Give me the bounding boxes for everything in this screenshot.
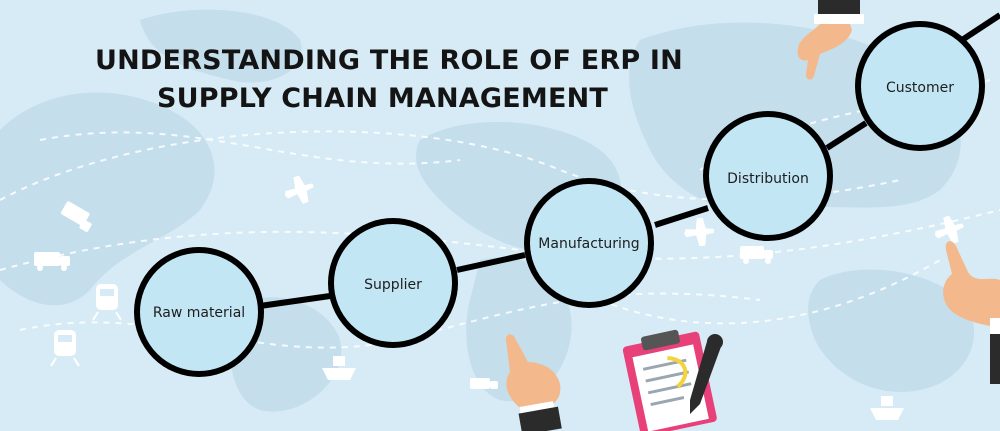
stage-label: Distribution (727, 171, 809, 187)
stage-node-manufacturing: Manufacturing (524, 178, 654, 308)
pointing-hand-icon (505, 334, 562, 431)
stage-connectors (259, 12, 1000, 309)
truck-icon (740, 246, 773, 264)
title-line-1: UNDERSTANDING THE ROLE OF ERP IN (95, 45, 683, 76)
stage-label: Manufacturing (538, 236, 639, 252)
ship-icon (870, 396, 904, 420)
airplane-icon (934, 215, 964, 244)
stage-label: Customer (886, 80, 954, 96)
stage-node-distribution: Distribution (703, 111, 833, 241)
pen-icon (690, 334, 723, 414)
airplane-icon (684, 217, 715, 247)
airplane-icon (284, 175, 316, 204)
pointing-hand-icon (943, 241, 1000, 384)
truck-icon (60, 201, 92, 232)
stage-node-customer: Customer (855, 21, 985, 151)
title-line-2: SUPPLY CHAIN MANAGEMENT (157, 83, 609, 114)
truck-icon (34, 252, 70, 271)
truck-icon (470, 378, 498, 389)
train-icon (92, 284, 122, 321)
stage-label: Supplier (364, 277, 422, 293)
stage-node-supplier: Supplier (328, 218, 458, 348)
train-icon (50, 330, 80, 367)
page-title: UNDERSTANDING THE ROLE OF ERP IN SUPPLY … (95, 42, 715, 118)
ship-icon (322, 356, 356, 380)
stage-node-raw-material: Raw material (134, 247, 264, 377)
pointing-hand-icon (797, 0, 864, 80)
stage-label: Raw material (153, 305, 245, 321)
